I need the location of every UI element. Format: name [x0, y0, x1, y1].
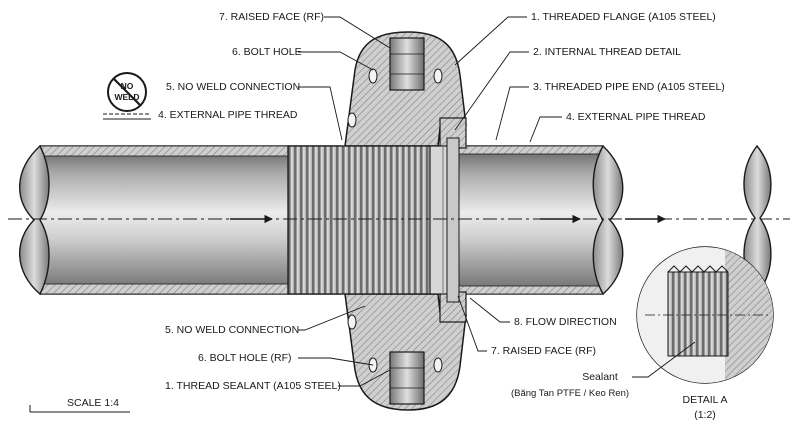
bolt-hole-bottom — [389, 351, 425, 405]
label-scale: SCALE 1:4 — [67, 397, 119, 409]
label-bolt-hole-top: 6. BOLT HOLE — [232, 46, 302, 58]
detail-a — [636, 246, 774, 384]
label-flow-direction: 8. FLOW DIRECTION — [514, 316, 617, 328]
no-weld-symbol: NO WELD — [107, 72, 147, 112]
label-detail-scale: (1:2) — [694, 409, 716, 421]
pipe-right — [454, 145, 604, 295]
bolt-hole-top — [389, 37, 425, 91]
label-raised-face-top: 7. RAISED FACE (RF) — [219, 11, 324, 23]
flange-face-holes — [347, 68, 443, 373]
threaded-flange — [287, 31, 467, 411]
label-ext-thread-right: 4. EXTERNAL PIPE THREAD — [566, 111, 706, 123]
no-weld-text-1: NO — [121, 81, 134, 91]
no-weld-text-2: WELD — [114, 92, 139, 102]
label-no-weld-bottom: 5. NO WELD CONNECTION — [165, 324, 299, 336]
pipe-cut-end-left — [19, 144, 50, 296]
pipe-cut-end-right — [592, 144, 624, 296]
label-sealant: Sealant — [582, 371, 618, 383]
label-detail-a: DETAIL A — [683, 394, 728, 406]
label-threaded-flange: 1. THREADED FLANGE (A105 STEEL) — [531, 11, 716, 23]
label-ext-thread-left: 4. EXTERNAL PIPE THREAD — [158, 109, 298, 121]
label-no-weld-top: 5. NO WELD CONNECTION — [166, 81, 300, 93]
label-threaded-pipe-end: 3. THREADED PIPE END (A105 STEEL) — [533, 81, 725, 93]
label-raised-face-bottom: 7. RAISED FACE (RF) — [491, 345, 596, 357]
thread-symbol — [103, 113, 151, 120]
scale-indicator: SCALE 1:4 — [29, 397, 130, 413]
label-bolt-hole-bottom: 6. BOLT HOLE (RF) — [198, 352, 292, 364]
label-thread-sealant: 1. THREAD SEALANT (A105 STEEL) — [165, 380, 341, 392]
label-sealant-sub: (Băng Tan PTFE / Keo Ren) — [511, 388, 629, 399]
label-internal-thread: 2. INTERNAL THREAD DETAIL — [533, 46, 681, 58]
leader-lines — [298, 16, 696, 387]
